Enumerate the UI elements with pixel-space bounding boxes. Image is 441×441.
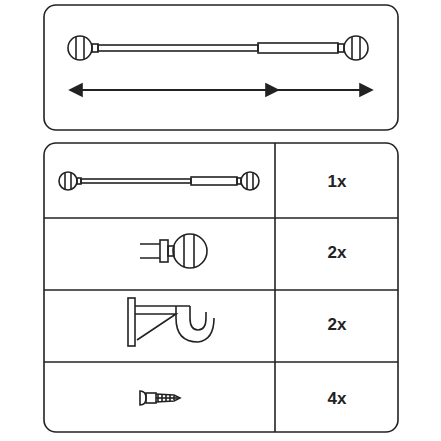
bracket-icon	[128, 298, 214, 346]
rod-icon	[59, 172, 259, 190]
panel-frame	[44, 5, 398, 130]
length-arrow	[70, 84, 372, 96]
finial-icon	[140, 234, 207, 268]
quantity-cell: 4x	[328, 390, 347, 407]
parts-table	[44, 143, 398, 432]
curtain-rod	[68, 36, 368, 60]
quantity-cell: 1x	[328, 173, 347, 190]
screw-icon	[140, 391, 180, 405]
quantity-cell: 2x	[328, 316, 347, 333]
quantity-cell: 2x	[328, 244, 347, 261]
